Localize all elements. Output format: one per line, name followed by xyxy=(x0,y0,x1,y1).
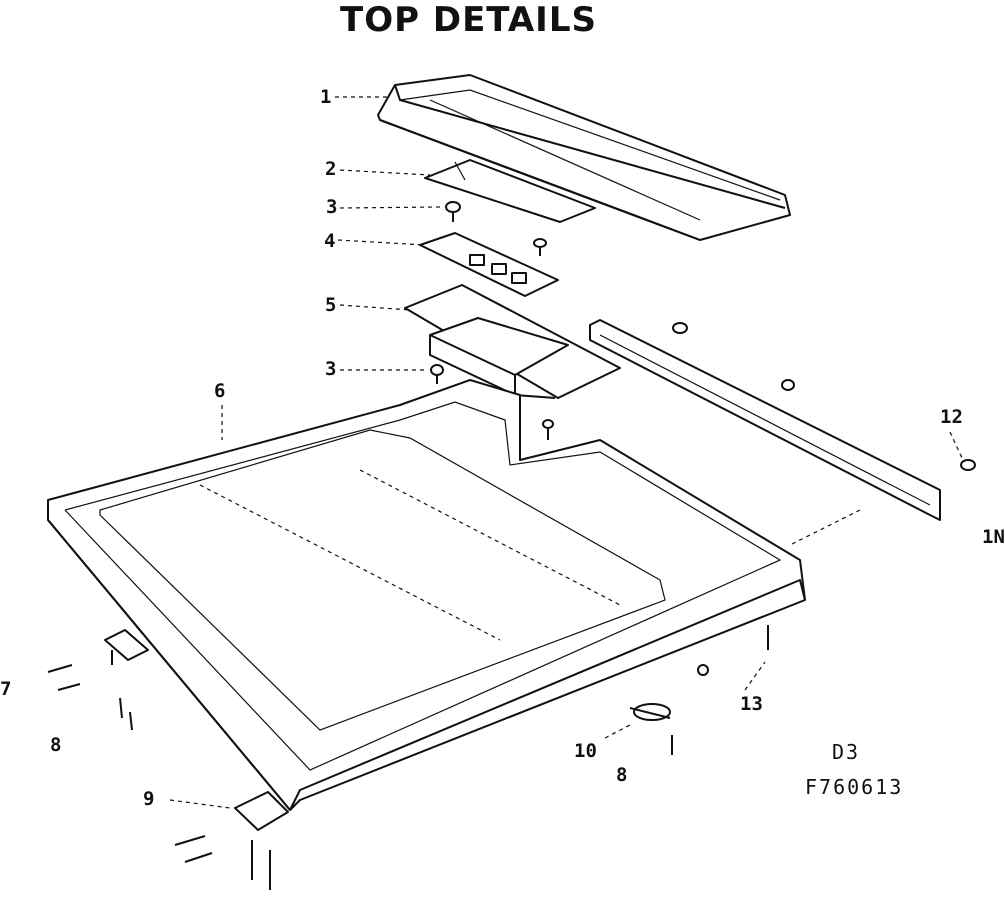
callout-8-left: 8 xyxy=(50,734,62,756)
callout-10: 10 xyxy=(574,740,597,762)
part-3-screw-upper xyxy=(445,201,461,222)
callout-8-right: 8 xyxy=(616,764,628,786)
callout-6: 6 xyxy=(214,380,226,402)
callout-4: 4 xyxy=(324,230,336,252)
part-6-top-panel xyxy=(47,379,806,811)
part-2-plate xyxy=(424,159,596,223)
callout-13: 13 xyxy=(740,693,763,715)
part-5-housing xyxy=(404,284,621,399)
hinge-bottom xyxy=(174,791,289,890)
hinge-left xyxy=(47,629,149,731)
leader-lines xyxy=(169,96,963,809)
page-title: TOP DETAILS xyxy=(340,0,597,40)
callout-3-lower: 3 xyxy=(325,358,337,380)
part-1-console xyxy=(377,74,791,241)
drawing-code-number: F760613 xyxy=(805,775,904,799)
part-3-screw-lower xyxy=(430,364,444,384)
callout-2: 2 xyxy=(325,158,337,180)
drawing-code-d3: D3 xyxy=(832,740,861,764)
part-4-switch xyxy=(419,232,559,297)
callout-edge: 1N xyxy=(982,526,1005,548)
callout-7: 7 xyxy=(0,678,12,700)
fasteners-right xyxy=(629,625,769,755)
screw-small-a xyxy=(533,238,547,256)
side-rail xyxy=(589,319,976,546)
callout-1: 1 xyxy=(320,86,332,108)
callout-3-upper: 3 xyxy=(326,196,338,218)
callout-5: 5 xyxy=(325,294,337,316)
callout-12: 12 xyxy=(940,406,963,428)
callout-9: 9 xyxy=(143,788,155,810)
